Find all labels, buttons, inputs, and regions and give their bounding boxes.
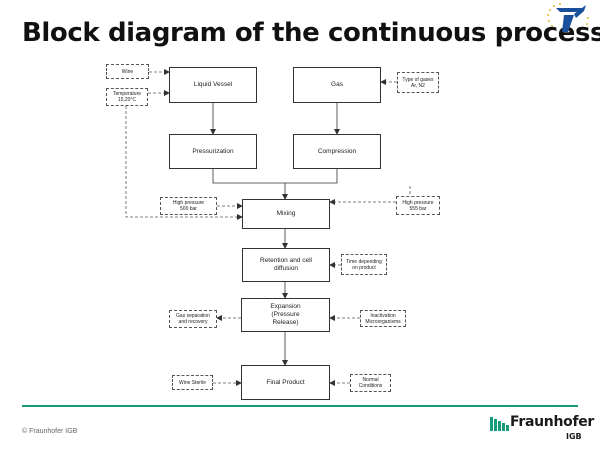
note-gas-separation: Gas separation and recovery [169,310,217,328]
block-gas: Gas [293,67,381,103]
block-mixing: Mixing [242,199,330,229]
company-name: Fraunhofer [510,414,595,430]
note-gas-types: Type of gases Ar, N2 [397,72,439,93]
block-pressurization: Pressurization [169,134,257,169]
fraunhofer-logo-icon [490,417,509,431]
framework-programme-logo-icon [547,3,589,32]
note-high-pressure-left: High pressure 500 bar [160,197,217,215]
block-liquid-vessel: Liquid Vessel [169,67,257,103]
note-normal-conditions: Normal Conditions [350,374,391,392]
note-inactivation: Inactivation Microorganisms [360,310,406,327]
company-unit: IGB [566,432,582,441]
block-expansion: Expansion (Pressure Release) [241,298,330,332]
copyright-text: © Fraunhofer IGB [22,428,78,435]
note-high-pressure-right: High pressure 555 bar [396,196,440,215]
line-pressurization-down [212,169,285,184]
note-temperature: Temperature 15,20°C [106,88,148,106]
note-time: Time depending on product [341,254,387,275]
note-wine: Wine [106,64,149,79]
slide-title: Block diagram of the continuous process [22,18,600,48]
block-retention: Retention and cell diffusion [242,248,330,282]
note-wine-sterile: Wine Sterile [172,375,213,390]
block-final-product: Final Product [241,365,330,400]
line-compression-down [285,169,338,184]
footer-divider [22,405,578,407]
arrow-temperature-to-mixing [125,106,243,220]
block-compression: Compression [293,134,381,169]
